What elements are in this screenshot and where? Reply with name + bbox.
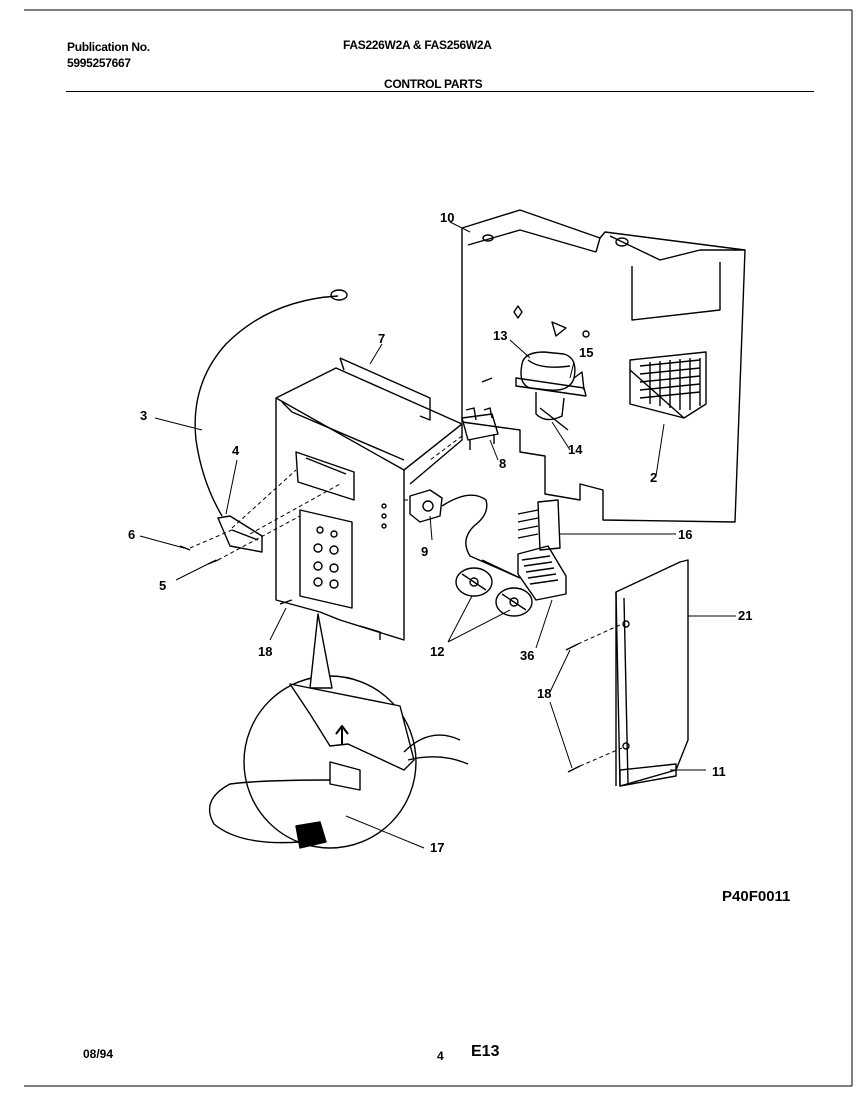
model-numbers: FAS226W2A & FAS256W2A <box>343 38 492 52</box>
callout-12: 12 <box>430 644 444 659</box>
callout-10: 10 <box>440 210 454 225</box>
callout-18-right: 18 <box>537 686 551 701</box>
bracket-part-4 <box>217 515 263 553</box>
header-rule <box>66 91 814 92</box>
footer-page-number: 4 <box>437 1049 444 1063</box>
leader-lines <box>139 221 736 849</box>
ground-wire-part-3 <box>194 289 348 517</box>
section-title: CONTROL PARTS <box>384 77 483 91</box>
page-frame <box>24 9 853 1087</box>
callout-5: 5 <box>159 578 166 593</box>
control-box-part-7 <box>275 357 463 641</box>
relay-part-8 <box>461 407 499 450</box>
callout-16: 16 <box>678 527 692 542</box>
callout-4: 4 <box>232 443 240 458</box>
filter-grid-part-2 <box>629 351 707 419</box>
capacitor-part-13 <box>515 351 587 431</box>
callout-3: 3 <box>140 408 147 423</box>
callout-2: 2 <box>650 470 657 485</box>
switch-part-9 <box>409 489 521 579</box>
diagram-reference-code: P40F0011 <box>722 888 790 905</box>
terminal-block-part-16 <box>517 499 561 551</box>
callout-21: 21 <box>738 608 752 623</box>
callout-17: 17 <box>430 840 444 855</box>
footer-date: 08/94 <box>83 1047 114 1061</box>
side-panel-part-21 <box>615 559 689 787</box>
publication-label: Publication No. <box>67 40 150 54</box>
callout-18-left: 18 <box>258 644 272 659</box>
callout-15: 15 <box>579 345 593 360</box>
assembly-lines <box>189 435 623 767</box>
callout-7: 7 <box>378 331 385 346</box>
power-cord-detail-part-17 <box>208 613 469 849</box>
footer-page-code: E13 <box>471 1043 500 1060</box>
sensor-block-part-36 <box>481 545 567 601</box>
callout-36: 36 <box>520 648 534 663</box>
knobs-part-12 <box>455 567 533 617</box>
strip-part-11 <box>619 763 677 787</box>
callout-8: 8 <box>499 456 506 471</box>
callout-labels: 10 7 13 15 3 4 8 14 2 6 5 9 16 21 18 12 … <box>128 210 752 855</box>
control-bracket-part-10 <box>461 209 746 523</box>
callout-14: 14 <box>568 442 583 457</box>
callout-6: 6 <box>128 527 135 542</box>
callout-11: 11 <box>712 764 726 779</box>
callout-9: 9 <box>421 544 428 559</box>
publication-number: 5995257667 <box>67 56 131 70</box>
callout-13: 13 <box>493 328 507 343</box>
